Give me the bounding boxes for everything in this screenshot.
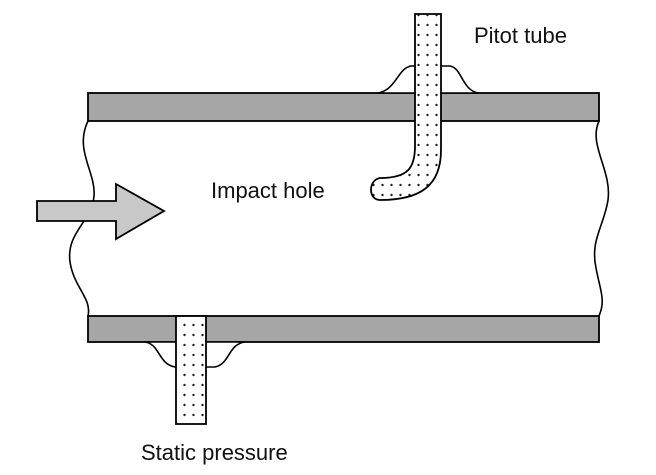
pitot-tube — [370, 13, 442, 201]
impact-hole-label: Impact hole — [211, 178, 325, 203]
pipe-right-break-line — [593, 120, 610, 317]
pitot-tube-label: Pitot tube — [474, 23, 567, 48]
static-pressure-label: Static pressure — [141, 440, 288, 465]
pipe-top-wall — [87, 92, 600, 122]
static-pressure-tube — [175, 315, 207, 425]
pipe-left-break-line — [68, 120, 95, 317]
flow-arrow — [36, 182, 166, 241]
pipe-bottom-wall — [87, 315, 600, 343]
